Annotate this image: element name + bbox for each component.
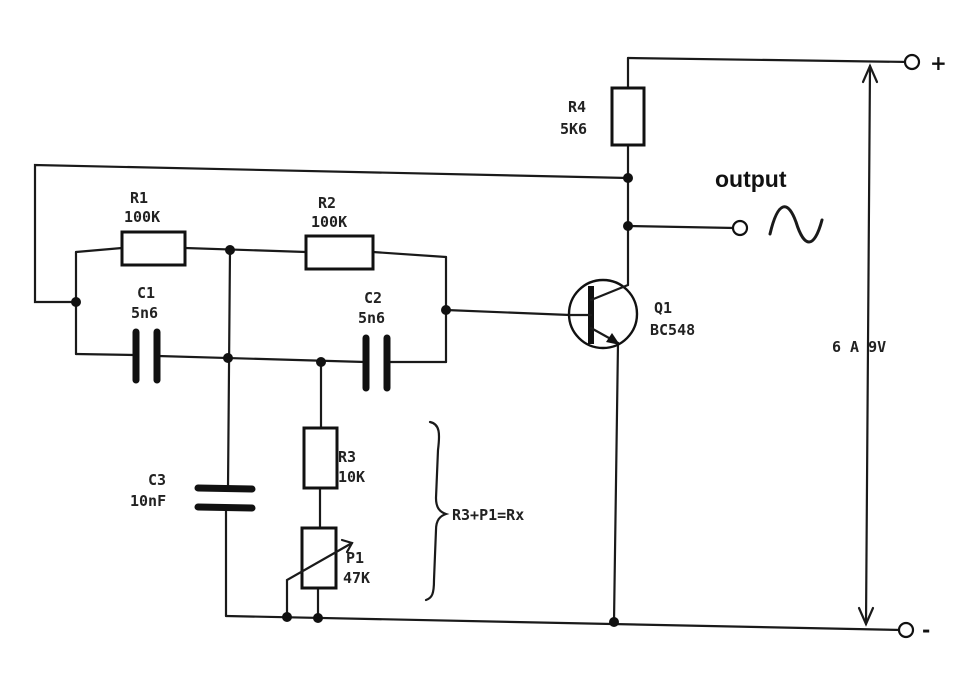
p1-name: P1 [346, 549, 364, 567]
sine-wave-icon [768, 205, 824, 244]
q1-value: BC548 [650, 321, 695, 339]
output-label: output [715, 166, 787, 192]
capacitor-c3 [194, 484, 256, 512]
r2-name: R2 [318, 194, 336, 212]
c3-value: 10nF [130, 492, 166, 510]
r4-value: 5K6 [560, 120, 587, 138]
capacitor-c1 [132, 328, 161, 384]
c1-name: C1 [137, 284, 155, 302]
negative-terminal [897, 621, 915, 639]
q1-name: Q1 [654, 299, 672, 317]
r3-name: R3 [338, 448, 356, 466]
c2-value: 5n6 [358, 309, 385, 327]
potentiometer-p1 [300, 526, 338, 590]
capacitor-c2 [362, 334, 391, 392]
junction-dots [71, 173, 633, 627]
r4-name: R4 [568, 98, 586, 116]
supply-label: 6 A 9V [832, 338, 886, 356]
r3-value: 10K [338, 468, 365, 486]
c3-name: C3 [148, 471, 166, 489]
r1-name: R1 [130, 189, 148, 207]
wiring [33, 56, 912, 632]
p1-value: 47K [343, 569, 370, 587]
output-terminal [731, 219, 749, 237]
potentiometer-wiper-icon [285, 538, 354, 618]
resistor-r4 [610, 86, 646, 147]
r1-value: 100K [124, 208, 160, 226]
rx-brace [424, 420, 450, 602]
r2-value: 100K [311, 213, 347, 231]
c1-value: 5n6 [131, 304, 158, 322]
transistor-q1 [567, 278, 639, 350]
resistor-r3 [302, 426, 339, 490]
positive-terminal [903, 53, 921, 71]
positive-symbol: + [930, 51, 947, 75]
resistor-r2 [304, 234, 375, 271]
negative-symbol: - [922, 618, 930, 642]
resistor-r1 [120, 230, 187, 267]
rx-label: R3+P1=Rx [452, 506, 524, 524]
c2-name: C2 [364, 289, 382, 307]
